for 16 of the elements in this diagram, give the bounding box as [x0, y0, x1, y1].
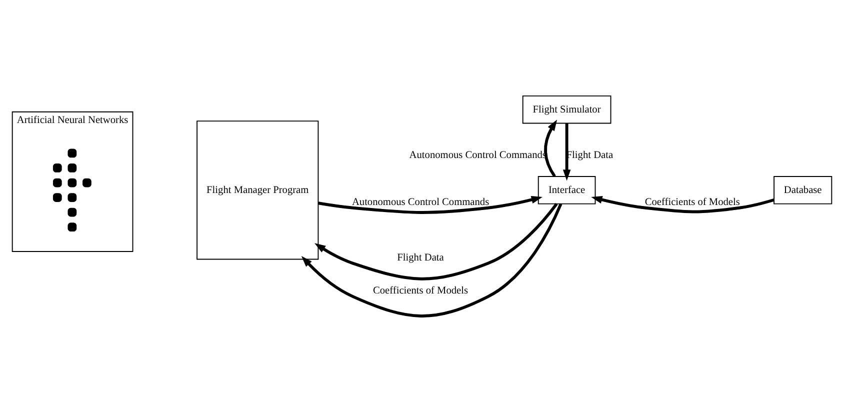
arrow: [318, 196, 543, 214]
edge-label: Autonomous Control Commands: [409, 150, 546, 162]
node-box: Interface: [538, 176, 596, 204]
node-box: Flight Simulator: [522, 95, 612, 124]
arrow: [301, 203, 562, 318]
arrow: [562, 123, 571, 181]
arrow: [591, 196, 774, 214]
cluster: Artificial Neural Networks: [12, 111, 134, 252]
node-box: Database: [774, 176, 832, 204]
arrow: [314, 203, 558, 280]
edge-label: Autonomous Control Commands: [352, 197, 490, 208]
arrow: [544, 120, 558, 178]
node-box: Flight Manager Program: [196, 120, 319, 260]
edge-label: Coefficients of Models: [644, 197, 740, 208]
edge-label: Flight Data: [397, 252, 444, 264]
edge-label: Coefficients of Models: [373, 286, 468, 297]
